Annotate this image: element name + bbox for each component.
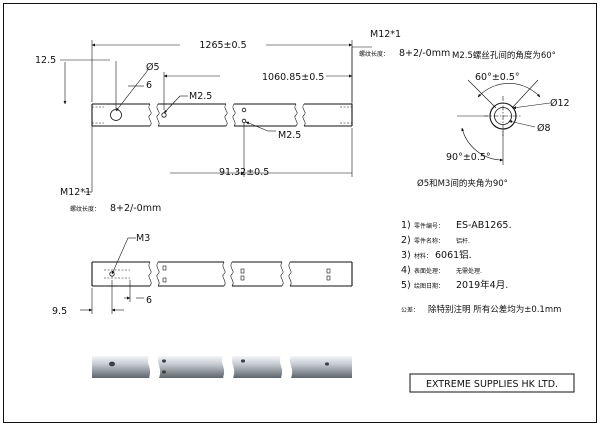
bottom-length-label: 91.32±0.5 [219,167,269,178]
dim-hole-5: Ø5 6 [115,61,160,112]
note-3-label: 材料： [414,252,432,260]
section-view: M2.5螺丝孔间的角度为60° 60°±0.5° Ø12 Ø8 90°±0.5°… [417,50,570,189]
rod-break-2 [156,103,160,127]
thread-len-prefix-top-right: 螺纹长度： [359,50,389,58]
section-note-bottom: Ø5和M3间的夹角为90° [417,178,508,189]
tolerance-label: 公差： [401,306,419,314]
side-right-dim-label: 6 [146,295,152,306]
rod-segment-3 [234,103,296,127]
company-name: EXTREME SUPPLIES HK LTD. [426,379,558,390]
note-4-label: 表面处理： [414,267,444,275]
small-hole-label-b: M2.5 [278,130,301,141]
note-3-value: 6061铝. [435,249,472,261]
title-block: EXTREME SUPPLIES HK LTD. [409,373,575,393]
rod-segment-4 [304,103,353,127]
rendered-rod [92,355,352,379]
inner-dia-label: Ø8 [537,123,551,134]
thread-size-bottom-left: M12*1 [60,187,91,198]
note-4-num: 4) [401,265,411,276]
dim-side-left: 9.5 [52,280,124,317]
section-note-top: M2.5螺丝孔间的角度为60° [452,50,556,61]
note-1-value: ES-AB1265. [456,220,511,231]
rod-break-3 [224,103,228,127]
left-offset-label: 12.5 [35,55,56,66]
note-5-value: 2019年4月. [456,279,508,291]
overall-length-label: 1265±0.5 [199,40,246,51]
dim-bottom-length: 91.32±0.5 [170,123,353,178]
thread-len-prefix-bottom-left: 螺纹长度： [70,205,100,213]
callout-m3: M3 [111,233,150,275]
rod-break-4 [232,103,236,127]
small-hole-label: M2.5 [189,91,212,102]
thread-right-hidden [340,106,352,124]
hole-5mm [110,109,122,121]
rod-break-5 [294,103,298,127]
sheet-border [3,3,597,423]
angle-bottom-label: 90°±0.5° [446,152,491,163]
callout-m2-5-top: M2.5 [163,91,212,114]
thread-callout-bottom-left: M12*1 螺纹长度： 8+2/-0mm [60,126,161,214]
hole-m2-5-a [161,112,167,118]
hole-dia-label: Ø5 [146,62,160,73]
side-left-dim-label: 9.5 [52,306,67,317]
note-1-label: 零件编号： [414,222,444,230]
outer-dia-label: Ø12 [550,98,570,109]
tolerance-text: 除特别注明 所有公差均为±0.1mm [428,304,561,315]
callout-m2-5-bottom: M2.5 [245,121,301,141]
note-3-num: 3) [401,250,411,261]
hole-m2-5-c [241,118,247,124]
note-4-value: 无需处理. [456,267,482,275]
note-2-label: 零件名称： [414,237,444,245]
hole-dist-label: 6 [146,80,152,91]
dim-left-offset: 12.5 [35,55,110,105]
thread-len-bottom-left: 8+2/-0mm [110,203,161,214]
main-rod-view [91,103,353,127]
dim-overall: 1265±0.5 [91,40,353,102]
note-2-num: 2) [401,235,411,246]
dim-mid-length: 1060.85±0.5 [163,72,353,110]
thread-size-top-right: M12*1 [370,29,401,40]
note-2-value: 铝杆. [456,237,470,245]
notes-block: 1) 零件编号： ES-AB1265. 2) 零件名称： 铝杆. 3) 材料： … [401,220,561,315]
side-rod-view [91,261,353,287]
thread-len-top-right: 8+2/-0mm [399,48,450,59]
thread-callout-top-right: M12*1 螺纹长度： 8+2/-0mm [351,29,450,104]
rod-break-1 [148,103,152,127]
angle-top-label: 60°±0.5° [475,72,520,83]
note-5-num: 5) [401,280,411,291]
note-1-num: 1) [401,220,411,231]
rod-segment-2 [158,103,226,127]
thread-left-hidden [92,106,104,124]
dim-side-right: 6 [124,280,152,306]
mid-length-label: 1060.85±0.5 [262,72,324,83]
rod-segment-1 [91,103,150,127]
hole-m2-5-b [241,107,247,113]
rod-break-6 [302,103,306,127]
note-5-label: 绘图日期： [414,282,444,290]
m3-label: M3 [136,233,150,244]
